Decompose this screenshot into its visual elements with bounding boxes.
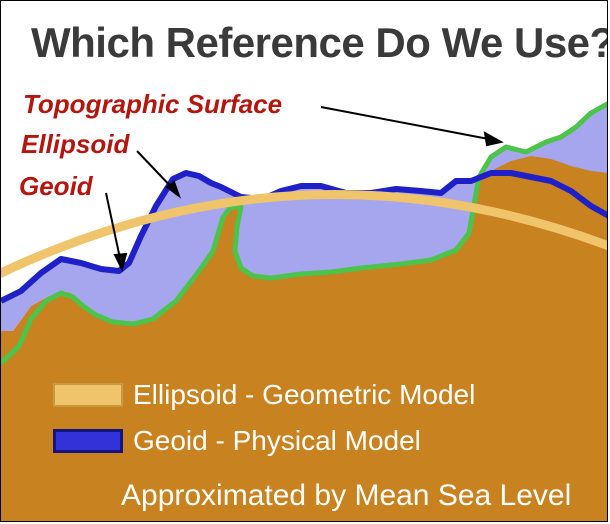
ellipsoid-line: [1, 190, 607, 278]
geoid-fill-area: [1, 104, 607, 331]
geoid-label: Geoid: [19, 171, 93, 201]
topographic-surface-line: [1, 101, 607, 365]
ellipsoid-swatch: [53, 383, 123, 407]
land-area: [1, 104, 607, 521]
legend-item-geoid: Geoid - Physical Model: [53, 425, 421, 457]
diagram-title: Which Reference Do We Use?: [31, 19, 608, 66]
legend-item-ellipsoid: Ellipsoid - Geometric Model: [53, 379, 475, 411]
ellipsoid-label: Ellipsoid: [21, 129, 130, 159]
legend-label-ellipsoid: Ellipsoid - Geometric Model: [133, 379, 476, 410]
ellipsoid-pointer-head: [165, 180, 182, 199]
mean-sea-level-note: Approximated by Mean Sea Level: [121, 479, 572, 512]
geoid-pointer-head: [113, 252, 128, 272]
geoid-swatch: [53, 429, 123, 453]
legend-label-geoid: Geoid - Physical Model: [133, 425, 421, 456]
geoid-pointer: [105, 192, 122, 264]
topographic-pointer-head: [483, 131, 504, 147]
pointer-arrows: [105, 106, 504, 272]
topographic-pointer: [320, 106, 500, 142]
topographic-surface-label: Topographic Surface: [23, 89, 283, 119]
